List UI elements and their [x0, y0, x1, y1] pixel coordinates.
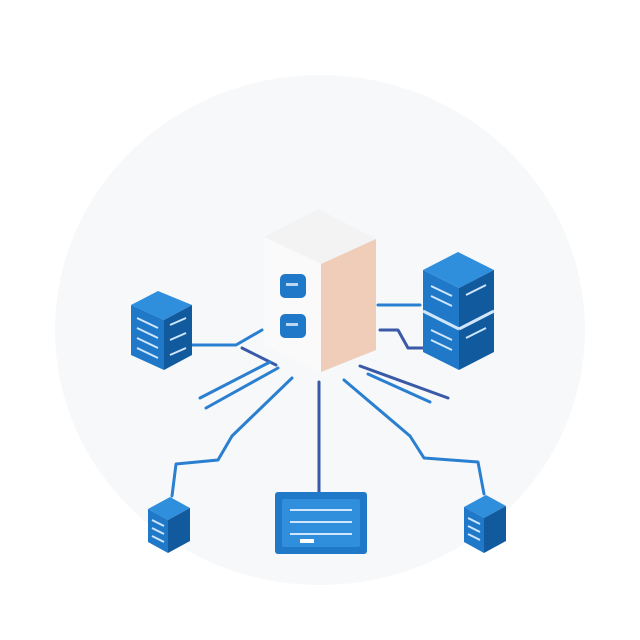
- right-rack-server: [422, 252, 495, 370]
- central-server: [264, 209, 376, 372]
- central-server-side: [321, 239, 376, 372]
- link-bottom-left: [170, 376, 294, 498]
- link-right-double-a: [358, 364, 450, 400]
- bottom-left-device: [148, 497, 190, 553]
- link-right-rack-2: [378, 328, 428, 350]
- link-left-rack: [190, 328, 264, 347]
- link-right-double-b: [366, 372, 432, 404]
- bottom-center-monitor: [275, 492, 367, 554]
- central-server-top: [264, 209, 376, 264]
- left-rack-server: [131, 291, 192, 370]
- link-left-double-b: [204, 366, 280, 410]
- link-left-double-a: [198, 360, 272, 400]
- bottom-right-device: [464, 495, 506, 553]
- connection-lines: [170, 303, 486, 498]
- central-server-front: [264, 237, 321, 372]
- link-bottom-right: [342, 378, 486, 496]
